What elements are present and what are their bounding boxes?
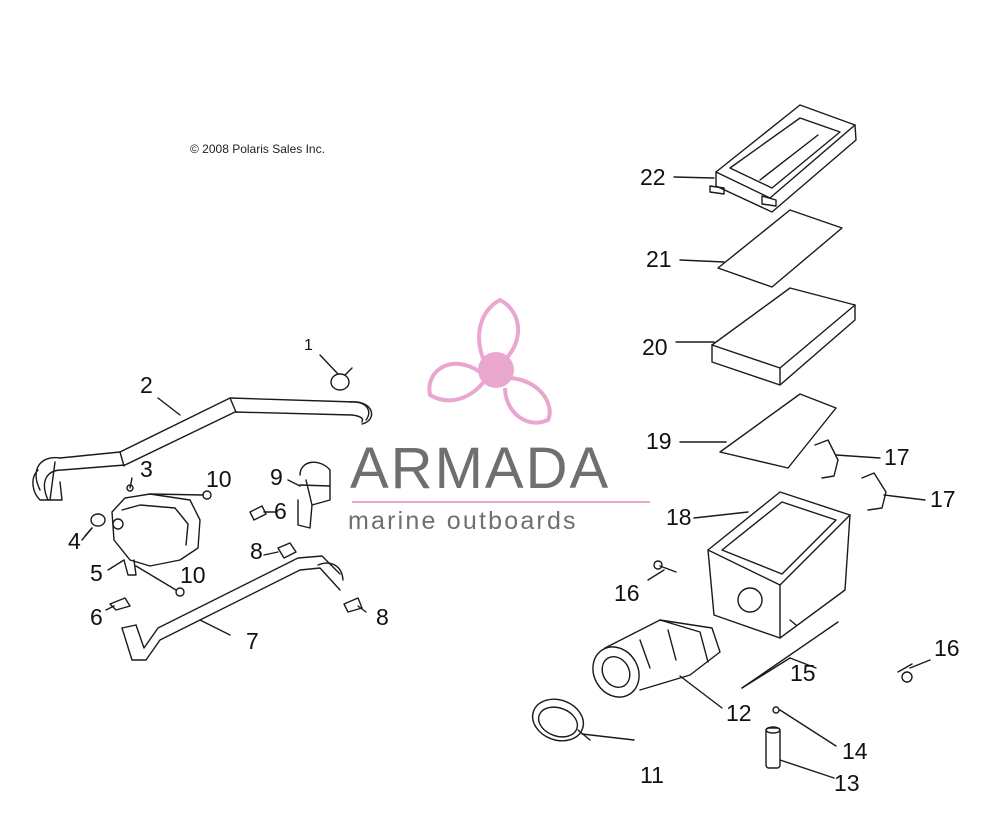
clamp-part-8 <box>277 542 363 613</box>
callout-16-right: 16 <box>934 635 960 661</box>
drain-tube-part-13 <box>765 726 781 769</box>
callout-4: 4 <box>68 528 81 554</box>
screw-part-16 <box>653 560 913 683</box>
watermark-title: ARMADA <box>350 436 611 501</box>
clamp-part-11 <box>531 698 591 742</box>
clip-part-14 <box>772 706 780 714</box>
callout-10-upper: 10 <box>206 466 232 492</box>
hose-part-7 <box>121 555 344 661</box>
callout-5: 5 <box>90 560 103 586</box>
callout-18: 18 <box>666 504 692 530</box>
filter-part-20 <box>711 287 856 386</box>
callout-10-lower: 10 <box>180 562 206 588</box>
callout-6-lower: 6 <box>90 604 103 630</box>
callout-1: 1 <box>304 337 313 354</box>
watermark-divider <box>352 501 650 503</box>
callout-21: 21 <box>646 246 672 272</box>
clip-part-6 <box>109 505 267 611</box>
callout-2: 2 <box>140 372 153 398</box>
callout-17-upper: 17 <box>884 444 910 470</box>
hose-part-2 <box>32 397 373 501</box>
watermark-logo <box>427 297 552 425</box>
screen-part-21 <box>717 209 843 288</box>
airbox-cover-part-22 <box>709 104 857 213</box>
callout-16-left: 16 <box>614 580 640 606</box>
intake-duct-part-12 <box>592 619 721 698</box>
clamp-part-1 <box>330 367 353 391</box>
callout-12: 12 <box>726 700 752 726</box>
cover-part-5 <box>111 484 201 576</box>
callout-11: 11 <box>640 762 664 788</box>
callout-3: 3 <box>140 456 153 482</box>
callout-8-right: 8 <box>376 604 389 630</box>
callout-13: 13 <box>834 770 860 796</box>
airbox-part-18 <box>707 491 851 639</box>
callout-17-lower: 17 <box>930 486 956 512</box>
callout-8-left: 8 <box>250 538 263 564</box>
strap-part-17 <box>814 439 887 511</box>
assembly-bracket-15 <box>741 621 839 689</box>
hose-part-9 <box>297 461 331 529</box>
callout-7: 7 <box>246 628 259 654</box>
callout-14: 14 <box>842 738 868 764</box>
callout-6-upper: 6 <box>274 498 287 524</box>
callout-19: 19 <box>646 428 672 454</box>
copyright-notice: © 2008 Polaris Sales Inc. <box>190 142 325 156</box>
screen-part-19 <box>719 393 837 469</box>
leader-lines <box>81 176 931 779</box>
callout-20: 20 <box>642 334 668 360</box>
watermark-tagline: marine outboards <box>348 507 578 535</box>
callout-9: 9 <box>270 464 283 490</box>
callout-15: 15 <box>790 660 816 686</box>
screw-part-10 <box>135 490 212 597</box>
callout-22: 22 <box>640 164 666 190</box>
